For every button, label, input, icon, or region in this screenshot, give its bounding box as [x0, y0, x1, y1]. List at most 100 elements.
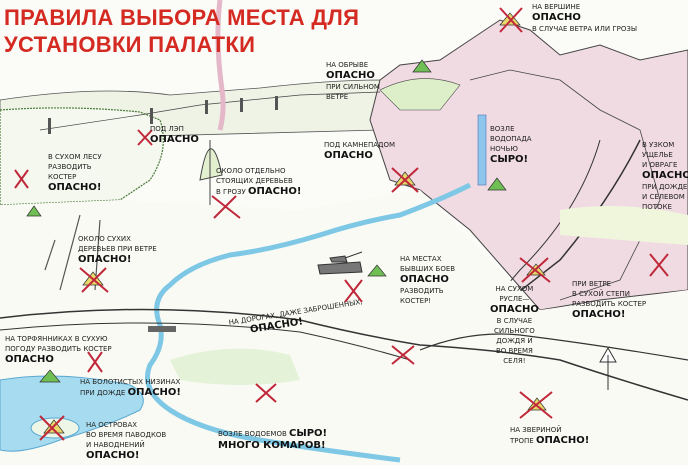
label-text: разводить — [48, 163, 92, 171]
danger-crosses — [14, 7, 669, 441]
label-text: ночью — [490, 145, 518, 153]
label-text: в грозу — [216, 188, 246, 196]
label-text: и наводнений — [86, 441, 145, 449]
cross-icon — [255, 383, 277, 403]
label-text: Возле водоемов — [218, 430, 287, 438]
tent-icon — [367, 264, 387, 277]
power-line — [39, 91, 381, 131]
label-peat: На торфянниках в сухую погоду разводить … — [5, 334, 112, 366]
label-warning: ОПАСНО — [150, 134, 199, 145]
label-text: На вершине — [532, 3, 581, 11]
sign-post — [599, 346, 617, 390]
tent-icon — [26, 205, 42, 217]
label-text: при сильном — [326, 83, 380, 91]
label-steppe: При ветре в сухой степи разводить костер… — [572, 279, 646, 321]
label-line: в грозу ОПАСНО! — [216, 186, 301, 198]
label-warning: ОПАСНО! — [248, 186, 302, 197]
label-text: в сухой степи — [572, 290, 631, 298]
label-dry-trees: Около сухих деревьев при ветре ОПАСНО! — [78, 234, 157, 266]
label-text: русле— — [499, 295, 530, 303]
label-waterfall: Возле водопада ночью СЫРО! — [490, 124, 532, 166]
title-line-2: УСТАНОВКИ ПАЛАТКИ — [4, 32, 256, 57]
label-warning: ОПАСНО! — [535, 435, 590, 446]
label-text: Под ЛЭП — [150, 125, 184, 133]
label-text: На торфянниках в сухую — [5, 335, 108, 343]
cross-icon — [649, 253, 669, 277]
label-text: костер — [48, 173, 77, 181]
label-rockfall: Под камнепадом ОПАСНО — [324, 140, 395, 162]
label-text: деревьев при ветре — [78, 245, 157, 253]
label-text: разводить — [400, 287, 444, 295]
cross-icon — [344, 279, 363, 303]
label-warning: МНОГО КОМАРОВ! — [218, 440, 326, 451]
label-text: В узком — [642, 141, 675, 149]
label-text: На островах — [86, 421, 138, 429]
lone-tree — [199, 140, 223, 205]
cross-icon — [39, 415, 65, 441]
label-text: погоду разводить костер — [5, 345, 112, 353]
label-text: В сухом лесу — [48, 153, 102, 161]
label-text: во время — [495, 347, 533, 355]
label-text: в случае ветра или грозы — [532, 25, 638, 33]
gorge — [469, 139, 641, 331]
label-text: во время паводков — [86, 431, 167, 439]
label-text: ущелье — [642, 151, 673, 159]
label-text: дождя и — [496, 337, 533, 345]
cross-icon — [519, 257, 551, 283]
label-text: Возле — [490, 125, 515, 133]
label-warning: ОПАСНО — [642, 170, 688, 181]
label-text: Около отдельно — [216, 167, 286, 175]
label-text: При ветре — [572, 280, 612, 288]
label-text: ветре — [326, 93, 349, 101]
label-text: и овраге — [642, 161, 678, 169]
label-warning: СЫРО! — [289, 428, 328, 439]
tent-icon — [39, 369, 61, 383]
label-text: На сухом — [495, 285, 534, 293]
label-text: стоящих деревьев — [216, 177, 293, 185]
cross-icon — [79, 267, 109, 293]
label-text: На обрыве — [326, 61, 369, 69]
smoke — [215, 0, 226, 131]
label-text: На звериной — [510, 426, 562, 434]
waterfall — [477, 114, 487, 186]
label-text: потоке — [642, 203, 672, 211]
label-battlefield: На местах бывших боев ОПАСНО разводить к… — [400, 254, 455, 306]
page-title: ПРАВИЛА ВЫБОРА МЕСТА ДЛЯ УСТАНОВКИ ПАЛАТ… — [4, 4, 359, 58]
label-warning: ОПАСНО! — [572, 309, 626, 320]
label-lone-trees: Около отдельно стоящих деревьев в грозу … — [216, 166, 301, 198]
label-cliff: На обрыве ОПАСНО при сильном ветре — [326, 60, 380, 102]
bridge — [148, 326, 176, 332]
label-text: тропе — [510, 437, 534, 445]
label-warning: СЫРО! — [490, 154, 529, 165]
label-summit: На вершине ОПАСНО в случае ветра или гро… — [532, 2, 637, 34]
label-warning: ОПАСНО — [324, 150, 373, 161]
cross-icon — [391, 345, 415, 365]
label-text: в случае — [496, 317, 533, 325]
title-line-1: ПРАВИЛА ВЫБОРА МЕСТА ДЛЯ — [4, 5, 360, 30]
label-waterside: Возле водоемов СЫРО! МНОГО КОМАРОВ! — [218, 428, 327, 452]
label-gorge: В узком ущелье и овраге ОПАСНО при дожде… — [642, 140, 688, 212]
label-power-line: Под ЛЭП ОПАСНО — [150, 124, 199, 146]
cross-icon — [137, 129, 153, 146]
label-line: Возле водоемов СЫРО! — [218, 428, 327, 440]
label-warning: ОПАСНО — [532, 12, 581, 23]
tent-icon — [487, 177, 507, 191]
label-text: сильного — [494, 327, 535, 335]
label-text: На болотистых низинах — [80, 378, 181, 386]
label-text: и селевом — [642, 193, 685, 201]
label-warning: ОПАСНО! — [48, 182, 102, 193]
tent-icon — [412, 59, 432, 73]
label-warning: ОПАСНО — [490, 304, 539, 315]
label-text: костер! — [400, 297, 432, 305]
cross-icon — [519, 391, 553, 419]
label-dry-forest: В сухом лесу разводить костер ОПАСНО! — [48, 152, 102, 194]
label-warning: ОПАСНО — [326, 70, 375, 81]
label-text: селя! — [503, 357, 526, 365]
label-line: при дожде ОПАСНО! — [80, 387, 181, 399]
cross-icon — [499, 7, 523, 33]
label-islands: На островах во время паводков и наводнен… — [86, 420, 166, 462]
road — [0, 308, 688, 401]
label-warning: ОПАСНО! — [86, 450, 140, 461]
tank — [317, 251, 363, 275]
